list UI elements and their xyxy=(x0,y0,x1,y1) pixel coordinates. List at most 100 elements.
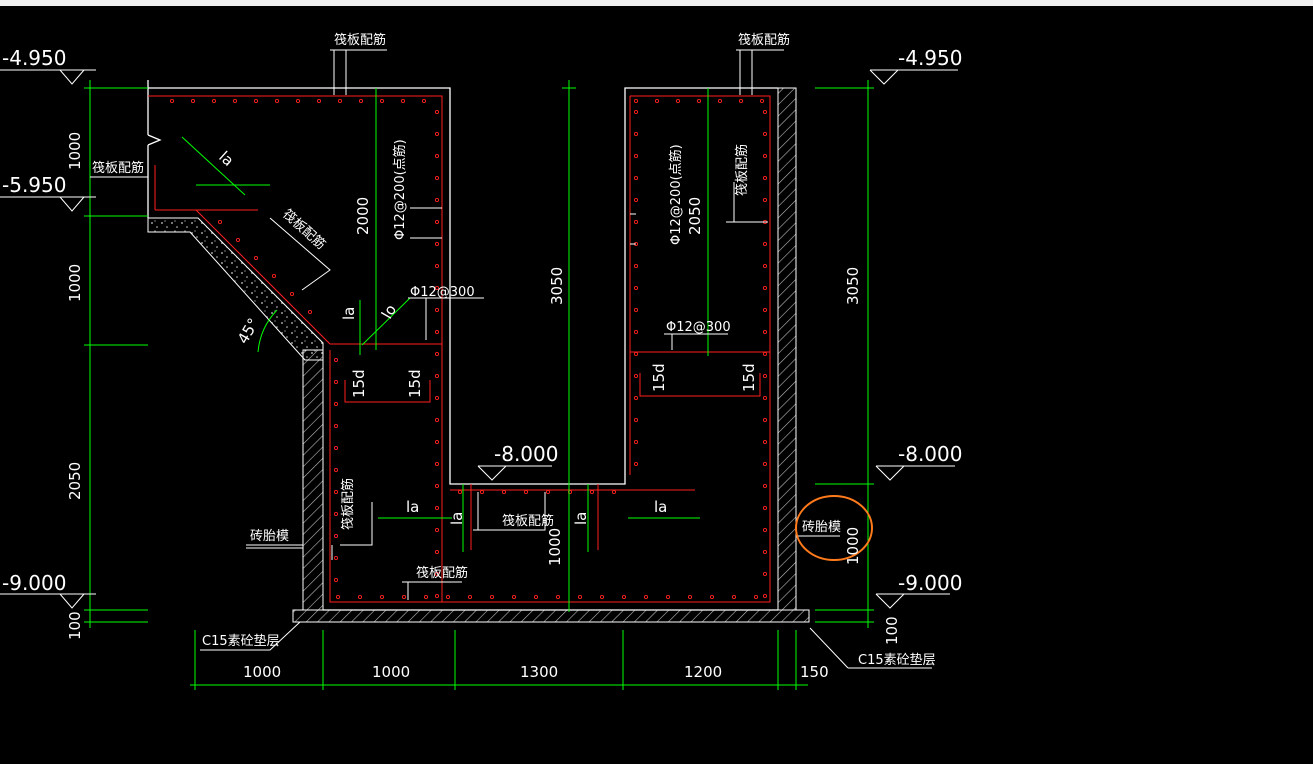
rebar-dot xyxy=(633,219,639,225)
dim-right-inner-2050: 2050 xyxy=(686,197,704,235)
rebar-dot xyxy=(434,395,440,401)
rebar-dot xyxy=(232,98,238,104)
phi12-300-right: Φ12@300 xyxy=(666,320,731,335)
rebar-dot xyxy=(762,527,768,533)
rebar-dot xyxy=(271,273,277,279)
rebar-dot xyxy=(762,329,768,335)
rebar-dot xyxy=(333,489,339,495)
rebar-dot xyxy=(567,489,573,495)
window-top-bar xyxy=(0,0,1313,6)
dim-bottom-1: 1000 xyxy=(243,663,281,681)
rebar-dot xyxy=(333,357,339,363)
rebar-dot xyxy=(211,98,217,104)
rebar-lines xyxy=(148,95,771,603)
rebar-dot xyxy=(633,175,639,181)
rebar-dot xyxy=(434,219,440,225)
rebar-dot xyxy=(762,483,768,489)
rebar-dot xyxy=(434,439,440,445)
raft-rebar-top-left: 筏板配筋 xyxy=(334,32,386,48)
angle-45: 45° xyxy=(234,315,263,347)
dimension-lines xyxy=(84,80,874,690)
rebar-dot xyxy=(357,594,363,600)
rebar-dot xyxy=(434,109,440,115)
la-vert-right: la xyxy=(572,512,590,525)
rebar-dot xyxy=(434,483,440,489)
fifteen-d-2: 15d xyxy=(406,369,424,398)
rebar-dot xyxy=(434,175,440,181)
rebar-dot xyxy=(217,219,223,225)
la-slope-top: la xyxy=(215,148,237,170)
rebar-dot xyxy=(434,593,440,599)
rebar-dot xyxy=(434,373,440,379)
annotation-labels: 筏板配筋 筏板配筋 筏板配筋 筏板配筋 筏板配筋 筏板配筋 筏板配筋 筏板配筋 … xyxy=(92,32,936,668)
elev-bottom-right: -9.000 xyxy=(898,571,962,595)
dim-left-1000-mid: 1000 xyxy=(66,264,84,302)
elev-mid-center: -8.000 xyxy=(494,442,558,466)
rebar-dot xyxy=(501,489,507,495)
rebar-dot xyxy=(759,98,765,104)
highlight-circle xyxy=(795,495,873,561)
rebar-dot xyxy=(333,555,339,561)
rebar-dot xyxy=(333,401,339,407)
c15-label-left: C15素砼垫层 xyxy=(202,633,280,649)
rebar-dot xyxy=(717,98,723,104)
rebar-dot xyxy=(633,285,639,291)
la-bottom-right: la xyxy=(654,498,667,516)
phi12-300-left: Φ12@300 xyxy=(410,285,475,300)
rebar-dot xyxy=(434,329,440,335)
raft-rebar-bottom-center: 筏板配筋 xyxy=(502,513,554,529)
rebar-dot xyxy=(762,109,768,115)
rebar-dot xyxy=(434,197,440,203)
la-bottom-left: la xyxy=(406,498,419,516)
rebar-dot xyxy=(434,351,440,357)
rebar-dot xyxy=(533,594,539,600)
rebar-dot xyxy=(762,285,768,291)
rebar-dot xyxy=(589,489,595,495)
rebar-dot xyxy=(434,461,440,467)
rebar-dot xyxy=(511,594,517,600)
rebar-dot xyxy=(633,461,639,467)
rebar-dot xyxy=(457,489,463,495)
rebar-dot xyxy=(253,255,259,261)
rebar-dot xyxy=(434,153,440,159)
rebar-dot xyxy=(633,307,639,313)
rebar-dot xyxy=(762,417,768,423)
rebar-dot xyxy=(762,263,768,269)
rebar-dot xyxy=(333,445,339,451)
rebar-dot xyxy=(434,417,440,423)
elev-top-right: -4.950 xyxy=(898,46,962,70)
phi12-200-left: Φ12@200(点筋) xyxy=(392,139,408,240)
rebar-dot xyxy=(434,505,440,511)
rebar-dot xyxy=(621,594,627,600)
rebar-dot xyxy=(762,505,768,511)
rebar-dot xyxy=(633,351,639,357)
rebar-dot xyxy=(633,439,639,445)
rebar-dot xyxy=(762,131,768,137)
rebar-dot xyxy=(169,98,175,104)
rebar-dot xyxy=(401,594,407,600)
rebar-dot xyxy=(545,489,551,495)
rebar-dot xyxy=(599,594,605,600)
rebar-dot xyxy=(633,417,639,423)
rebar-dot xyxy=(400,98,406,104)
rebar-dot xyxy=(358,98,364,104)
rebar-dot xyxy=(307,309,313,315)
rebar-dot xyxy=(762,395,768,401)
dim-right-100: 100 xyxy=(883,616,901,645)
raft-rebar-right-wall: 筏板配筋 xyxy=(734,144,750,196)
rebar-dot xyxy=(333,423,339,429)
phi12-200-right: Φ12@200(点筋) xyxy=(668,144,684,245)
la-slope-side: la xyxy=(340,307,358,320)
rebar-dot xyxy=(633,98,639,104)
rebar-dot xyxy=(762,197,768,203)
rebar-dot xyxy=(762,439,768,445)
rebar-dot xyxy=(762,373,768,379)
lo-slope: lo xyxy=(378,301,400,322)
rebar-dot xyxy=(731,594,737,600)
dim-left-inner-2000: 2000 xyxy=(354,197,372,235)
dim-left-1000-top: 1000 xyxy=(66,132,84,170)
brick-mold-left: 砖胎模 xyxy=(250,529,289,544)
rebar-dot xyxy=(274,98,280,104)
rebar-dot xyxy=(696,98,702,104)
rebar-dot xyxy=(762,351,768,357)
